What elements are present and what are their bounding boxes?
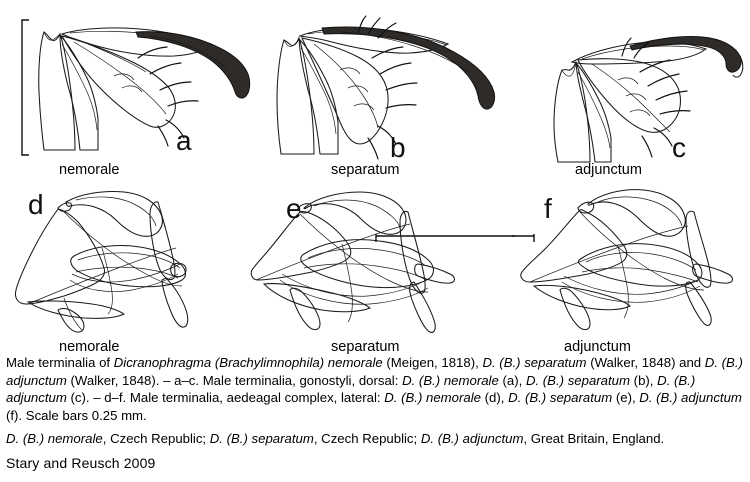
svg-text:b: b (390, 132, 406, 163)
caption-taxon-7: D. (B.) nemorale (384, 390, 481, 405)
source-credit: Stary and Reusch 2009 (6, 454, 156, 471)
panel-d-illustration: d (6, 186, 261, 336)
caption-locality-paragraph: D. (B.) nemorale, Czech Republic; D. (B.… (6, 430, 748, 448)
panel-e-illustration: e (250, 186, 515, 336)
caption-text-6: (b), (630, 372, 658, 388)
caption-taxon-8: D. (B.) separatum (508, 390, 613, 405)
panel-e-species-label: separatum (331, 339, 400, 355)
locality-text-3: , Great Britain, England. (523, 431, 665, 446)
caption-main-paragraph: Male terminalia of Dicranophragma (Brach… (6, 354, 748, 424)
caption-text-1: Male terminalia of (6, 355, 114, 370)
caption-taxon-6: D. (B.) adjunctum (6, 372, 696, 406)
figure-caption: Male terminalia of Dicranophragma (Brach… (6, 354, 748, 472)
scale-bar-vertical (21, 19, 29, 156)
panel-a-species-label: nemorale (59, 162, 120, 178)
panel-b-species-label: separatum (331, 162, 400, 178)
caption-taxon-3: D. (B.) adjunctum (6, 355, 743, 388)
caption-text-10: (f). Scale bars 0.25 mm. (6, 407, 147, 423)
svg-text:e: e (286, 193, 302, 224)
svg-text:d: d (28, 189, 44, 220)
svg-text:c: c (672, 132, 686, 163)
caption-taxon-1: Dicranophragma (Brachylimnophila) nemora… (113, 355, 383, 370)
caption-taxon-9: D. (B.) adjunctum (639, 390, 742, 405)
caption-taxon-2: D. (B.) separatum (482, 355, 587, 370)
panel-c-species-label: adjunctum (575, 162, 642, 178)
locality-text-2: , Czech Republic; (313, 431, 421, 446)
locality-text-1: , Czech Republic; (102, 431, 210, 446)
panel-d-species-label: nemorale (59, 339, 120, 355)
svg-text:a: a (176, 125, 192, 156)
scale-bar-horizontal (375, 234, 515, 242)
panel-a-illustration: a (18, 14, 268, 164)
caption-text-3: (Walker, 1848) and (586, 355, 705, 370)
panel-b-illustration: b (262, 14, 512, 164)
caption-text-2: (Meigen, 1818), (382, 355, 483, 370)
locality-taxon-1: D. (B.) nemorale (6, 431, 103, 446)
locality-taxon-2: D. (B.) separatum (209, 431, 314, 446)
panel-c-illustration: c (500, 14, 750, 164)
caption-text-5: (a), (498, 372, 526, 388)
caption-text-8: (d), (481, 390, 509, 405)
panel-f-species-label: adjunctum (564, 339, 631, 355)
caption-taxon-4: D. (B.) nemorale (402, 372, 499, 388)
panel-f-illustration: f (512, 186, 750, 336)
caption-text-7: (c). – d–f. Male terminalia, aedeagal co… (66, 390, 385, 405)
caption-text-4: (Walker, 1848). – a–c. Male terminalia, … (66, 372, 403, 388)
svg-text:f: f (544, 193, 552, 224)
caption-text-9: (e), (612, 390, 640, 405)
locality-taxon-3: D. (B.) adjunctum (420, 431, 524, 446)
caption-taxon-5: D. (B.) separatum (525, 372, 631, 388)
figure-plate: a a nemorale (6, 14, 750, 355)
